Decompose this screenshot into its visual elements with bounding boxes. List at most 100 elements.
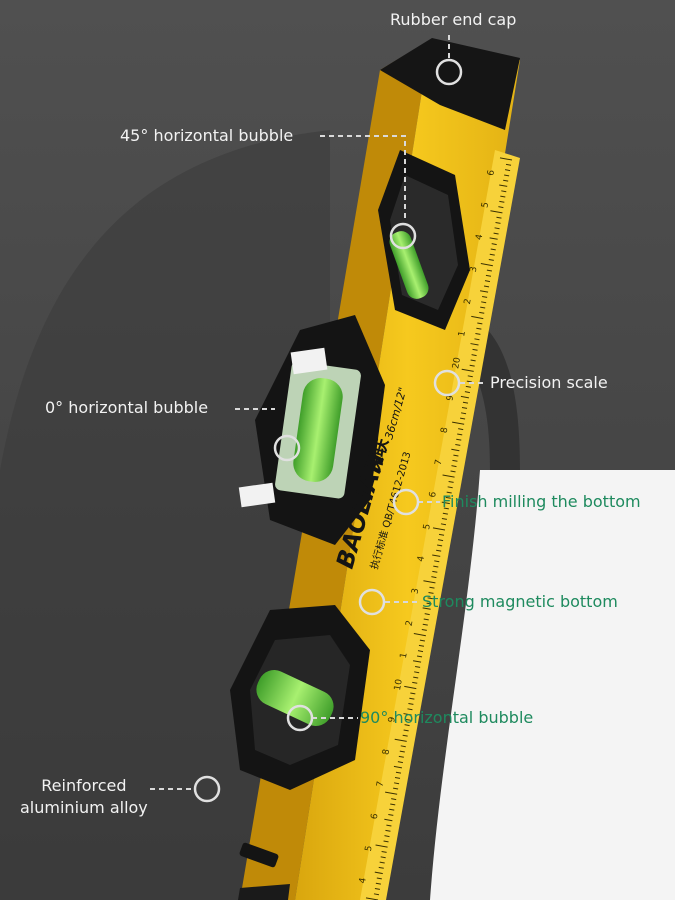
scale-tick bbox=[470, 343, 479, 346]
label-magnetic-bottom: Strong magnetic bottom bbox=[422, 592, 618, 611]
scale-tick bbox=[388, 814, 394, 816]
background-light-panel bbox=[430, 470, 675, 900]
scale-tick bbox=[460, 412, 467, 415]
scale-tick bbox=[423, 580, 436, 584]
scale-tick bbox=[498, 206, 504, 209]
scale-tick bbox=[457, 433, 463, 436]
scale-number: 6 bbox=[486, 169, 497, 177]
scale-tick bbox=[413, 633, 426, 637]
scale-tick bbox=[432, 527, 446, 531]
scale-tick bbox=[496, 216, 502, 219]
scale-tick bbox=[499, 184, 508, 187]
scale-tick bbox=[403, 729, 409, 732]
marker-90 bbox=[286, 704, 314, 732]
scale-tick bbox=[469, 364, 475, 367]
scale-tick bbox=[418, 644, 425, 647]
marker-circles bbox=[193, 58, 463, 803]
scale-tick bbox=[490, 248, 496, 251]
scale-tick bbox=[380, 856, 386, 859]
scale-tick bbox=[432, 554, 441, 557]
scale-tick bbox=[461, 407, 468, 409]
scale-tick bbox=[440, 523, 447, 526]
scale-tick bbox=[428, 592, 434, 594]
scale-tick bbox=[375, 844, 388, 848]
scale-tick bbox=[476, 327, 482, 330]
scale-tick bbox=[460, 417, 466, 420]
background-arch-dark bbox=[400, 300, 520, 470]
scale-tick bbox=[452, 421, 465, 425]
scale-number: 1 bbox=[399, 652, 410, 659]
scale-tick bbox=[433, 565, 439, 568]
scale-tick bbox=[499, 157, 513, 161]
scale-tick bbox=[405, 718, 411, 721]
scale-number: 5 bbox=[480, 201, 491, 208]
marker-magnetic bbox=[358, 588, 386, 616]
scale-tick bbox=[456, 438, 462, 441]
scale-tick bbox=[429, 586, 435, 589]
scale-tick bbox=[474, 338, 480, 341]
vial-0-cap-top bbox=[290, 347, 328, 375]
scale-number: 4 bbox=[358, 877, 369, 885]
scale-tick bbox=[417, 650, 424, 653]
scale-tick bbox=[404, 685, 417, 690]
marker-milling bbox=[392, 488, 420, 516]
leader-45 bbox=[320, 135, 406, 220]
scale-number: 8 bbox=[440, 426, 451, 434]
scale-tick bbox=[393, 765, 403, 769]
scale-tick bbox=[479, 290, 489, 293]
scale-number: 1 bbox=[457, 330, 468, 337]
scale-tick bbox=[423, 618, 429, 621]
scale-tick bbox=[445, 496, 451, 499]
scale-tick bbox=[485, 274, 492, 277]
scale-tick bbox=[470, 359, 476, 362]
scale-tick bbox=[467, 375, 473, 378]
scale-tick bbox=[427, 597, 433, 600]
scale-tick bbox=[466, 380, 472, 383]
scale-tick bbox=[475, 333, 481, 335]
scale-tick bbox=[415, 666, 421, 668]
scale-strip bbox=[360, 150, 520, 900]
vial-0-cap-bottom bbox=[238, 482, 276, 508]
scale-tick bbox=[480, 306, 486, 309]
scale-number: 3 bbox=[469, 266, 480, 273]
scale-tick bbox=[472, 348, 478, 351]
scale-tick bbox=[393, 782, 400, 785]
scale-tick bbox=[441, 501, 450, 505]
scale-tick bbox=[437, 539, 444, 542]
scale-tick bbox=[393, 787, 399, 790]
scale-tick bbox=[383, 840, 389, 843]
marker-45 bbox=[389, 222, 417, 250]
scale-tick bbox=[412, 660, 422, 663]
scale-number: 9 bbox=[445, 394, 456, 402]
scale-tick bbox=[374, 888, 381, 890]
scale-tick bbox=[441, 518, 448, 520]
scale-number: 6 bbox=[428, 491, 439, 499]
scale-tick bbox=[477, 322, 483, 325]
scale-number: 7 bbox=[375, 781, 386, 788]
scale-tick bbox=[407, 708, 413, 711]
scale-tick bbox=[419, 639, 425, 642]
label-90-horizontal-bubble: 90° horizontal bubble bbox=[360, 708, 534, 727]
vial-0 bbox=[293, 378, 343, 482]
scale-tick bbox=[489, 237, 498, 240]
label-0-horizontal-bubble: 0° horizontal bubble bbox=[45, 398, 209, 417]
scale-tick bbox=[384, 818, 393, 822]
marker-0 bbox=[273, 434, 301, 462]
scale-tick bbox=[471, 315, 484, 320]
scale-tick bbox=[375, 882, 381, 885]
scale-tick bbox=[481, 301, 487, 304]
scale-tick bbox=[400, 745, 406, 748]
label-alloy-line1: Reinforced bbox=[41, 776, 127, 795]
scale-tick bbox=[374, 871, 383, 875]
scale-tick bbox=[381, 851, 387, 853]
scale-tick bbox=[390, 803, 396, 806]
scale-tick bbox=[495, 222, 501, 224]
scale-tick bbox=[450, 470, 456, 473]
spirit-level bbox=[230, 38, 520, 900]
scale-tick bbox=[378, 866, 384, 869]
scale-tick bbox=[464, 391, 470, 394]
scale-tick bbox=[422, 607, 431, 610]
marker-end-cap bbox=[435, 58, 463, 86]
